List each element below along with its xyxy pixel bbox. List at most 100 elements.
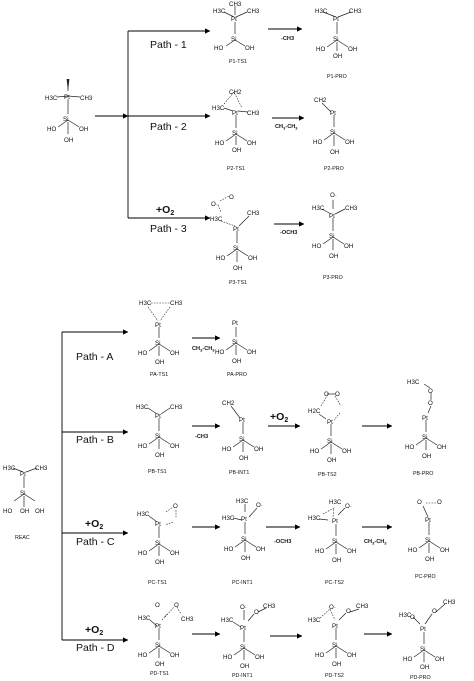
o-radical: O· <box>329 604 336 611</box>
ho-group: HO <box>138 550 147 557</box>
si-atom: Si <box>327 438 333 445</box>
oh-group: OH <box>232 358 241 365</box>
pc-ts1-label: PC-TS1 <box>148 580 167 586</box>
pt-atom: Pt <box>241 516 247 523</box>
wedge-bond <box>66 79 70 91</box>
h3c-group: H3C <box>138 615 151 622</box>
h3c-group: H3C <box>236 498 249 505</box>
bottom-scheme: H3C CH3 Pt Si HO OH OH REAC Path - A Pat… <box>3 300 456 681</box>
h2c-group: H2C <box>308 408 321 415</box>
pd-ts1-structure: O O H3C CH3 Pt Si HO OH OH <box>138 602 194 668</box>
oh-group: OH <box>254 446 263 453</box>
pt-atom: Pt <box>425 517 431 524</box>
path-b-label: Path - B <box>76 434 114 446</box>
h3c-group: H3C <box>308 617 321 624</box>
p2-ts1-label: P2-TS1 <box>227 166 245 172</box>
oh-group: OH <box>155 661 164 668</box>
condition-ch3: -CH3 <box>281 36 294 42</box>
pd-pro-structure: H3C O O CH3 Pt Si HO OH OH <box>399 599 456 671</box>
h3c-group: H3C <box>136 404 149 411</box>
pt-atom: Pt <box>327 419 333 426</box>
p3-pro-label: P3-PRO <box>323 275 343 281</box>
si-atom: Si <box>329 233 335 240</box>
oh-group: OH <box>332 661 341 668</box>
oh-group: OH <box>425 556 434 563</box>
pt-atom: Pt <box>332 518 338 525</box>
ch3-group: CH3 <box>170 404 183 411</box>
oh-group: OH <box>79 126 88 133</box>
oh-group: OH <box>233 265 242 272</box>
h3c-group: H3C <box>137 511 150 518</box>
ch3-group: CH3 <box>35 465 48 472</box>
ch3-group: CH3 <box>181 616 194 623</box>
ch3-group: CH3 <box>349 8 362 15</box>
h3c-group: H3C <box>315 8 328 15</box>
pt-atom: Pt <box>333 16 339 23</box>
oh-group: OH <box>155 359 164 366</box>
oh-group: OH <box>241 555 250 562</box>
pa-ts1-structure: H3C CH3 Pt Si HO OH OH <box>138 300 183 366</box>
oh-group: OH <box>348 46 357 53</box>
o-atom: O <box>432 608 437 615</box>
oh-group: OH <box>333 53 342 60</box>
ho-group: HO <box>215 140 224 147</box>
condition-ch3: -CH3 <box>195 434 208 440</box>
p3-ts1-label: P3-TS1 <box>229 280 247 286</box>
ch3-group: CH3 <box>247 210 260 217</box>
h3c-group: H3C <box>407 379 420 386</box>
si-atom: Si <box>240 644 246 651</box>
oh-group: OH <box>239 455 248 462</box>
p3-ts1-structure: O· O H3C CH3 Pt Si HO OH OH <box>210 194 260 272</box>
h3c-group: H3C <box>399 612 412 619</box>
si-atom: Si <box>333 36 339 43</box>
pt-atom: Pt <box>155 413 161 420</box>
path-d-label: Path - D <box>76 642 115 654</box>
oh-group: OH <box>247 349 256 356</box>
pd-int1-structure: O· O CH3 H3C Pt Si HO OH OH <box>221 603 276 670</box>
pt-atom: Pt <box>332 623 338 630</box>
h3c-group: H3C <box>210 216 223 223</box>
oh-group: OH <box>245 45 254 52</box>
ch3-group: CH3 <box>229 1 242 8</box>
pb-ts1-label: PB-TS1 <box>148 469 167 475</box>
pc-int1-structure: H3C O· H3C Pt Si HO OH OH <box>222 498 265 562</box>
ho-group: HO <box>47 126 56 133</box>
ch3-group: CH3 <box>170 300 183 307</box>
pt-atom: Pt <box>232 110 238 117</box>
condition-ethane: CH3-CH3 <box>192 346 215 353</box>
o-atom: O <box>335 391 340 398</box>
oh-group: OH <box>332 557 341 564</box>
ch3-group: CH3 <box>356 603 369 610</box>
ho-group: HO <box>214 45 223 52</box>
pt-atom: Pt <box>20 471 26 478</box>
oh-group: OH <box>420 664 429 671</box>
o-radical: O· <box>330 192 337 199</box>
pt-atom: Pt <box>155 521 161 528</box>
h3c-group: H3C <box>312 205 325 212</box>
top-scheme: Pt H3C CH3 Si HO OH OH Path - 1 Path - 2… <box>45 1 362 286</box>
pt-atom: Pt <box>231 16 237 23</box>
oh-group: OH <box>330 149 339 156</box>
pd-pro-label: PD-PRO <box>410 675 431 681</box>
oh-group: OH <box>435 656 444 663</box>
ho-group: HO <box>313 139 322 146</box>
reac-structure: H3C CH3 Pt Si HO OH OH <box>3 465 48 515</box>
o-atom: O <box>410 614 415 621</box>
p2-pro-label: P2-PRO <box>324 166 344 172</box>
ho-group: HO <box>310 448 319 455</box>
h3c-group: H3C <box>213 8 226 15</box>
pt-atom: Pt <box>420 626 426 633</box>
pc-ts2-structure: H3C O· H3C Pt Si HO OH OH <box>308 499 356 564</box>
oh-group: OH <box>155 559 164 566</box>
p1-ts1-label: P1-TS1 <box>229 59 247 65</box>
pc-ts1-structure: O H3C Pt Si HO OH OH <box>137 503 179 566</box>
condition-och3: -OCH3 <box>274 539 291 545</box>
h3c-group: H3C <box>45 95 58 102</box>
pd-ts2-label: PD-TS2 <box>325 673 344 679</box>
oh-group: OH <box>440 547 449 554</box>
pb-ts2-structure: O O H2C Pt Si HO OH OH <box>308 391 351 464</box>
p1-pro-structure: H3C CH3 Pt Si HO OH OH <box>315 8 362 60</box>
oh-group: OH <box>347 652 356 659</box>
pt-atom: Pt <box>232 320 238 327</box>
oh-group: OH <box>248 255 257 262</box>
